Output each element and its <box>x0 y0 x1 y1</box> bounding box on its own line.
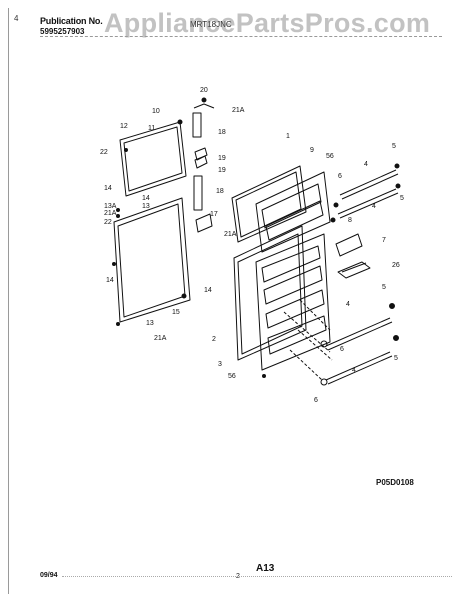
callout: 4 <box>352 367 356 374</box>
callout: 8 <box>348 217 352 224</box>
callout: 1 <box>286 133 290 140</box>
model-number: MRT18JNC <box>190 20 232 29</box>
callout: 21A <box>232 107 245 114</box>
fasteners <box>116 208 266 378</box>
egg-tray <box>337 261 371 279</box>
callout: 5 <box>392 143 396 150</box>
door-shelf-bars <box>320 303 399 386</box>
callout: 13A <box>104 203 117 210</box>
callout: 12 <box>120 123 128 130</box>
callout: 14 <box>204 287 212 294</box>
page-label: A13 <box>256 563 275 574</box>
callout: 14 <box>104 185 112 192</box>
callout: 13 <box>146 320 154 327</box>
header-rule <box>40 36 442 37</box>
callout: 19 <box>218 167 226 174</box>
callout: 13 <box>142 203 150 210</box>
exploded-guides <box>283 299 333 381</box>
callout: 5 <box>394 355 398 362</box>
callout: 22 <box>104 219 112 226</box>
fresh-food-door <box>233 225 307 361</box>
footer-rule <box>62 576 452 577</box>
top-hinge-assembly <box>192 97 215 233</box>
binding-mark: 4 <box>14 14 19 23</box>
callout: 56 <box>326 153 334 160</box>
page-frame <box>8 8 463 594</box>
callout: 2 <box>212 336 216 343</box>
callout: 18 <box>216 188 224 195</box>
callout: 4 <box>372 203 376 210</box>
publication-number: 5995257903 <box>40 27 85 36</box>
callout: 14 <box>142 195 150 202</box>
publication-label: Publication No. <box>40 16 103 26</box>
callout: 6 <box>338 173 342 180</box>
fresh-food-door-gasket <box>112 197 191 323</box>
fresh-food-door-liner <box>255 233 331 371</box>
callout: 6 <box>340 346 344 353</box>
callout: 9 <box>310 147 314 154</box>
diagram-code: P05D0108 <box>376 478 414 487</box>
callout: 22 <box>100 149 108 156</box>
callout: 5 <box>382 284 386 291</box>
callout-labels: 20 10 21A 12 11 18 22 1 9 56 19 19 5 4 1… <box>100 87 404 404</box>
callout: 15 <box>172 309 180 316</box>
freezer-door-gasket <box>119 119 187 197</box>
callout: 3 <box>218 361 222 368</box>
freezer-door <box>231 165 307 243</box>
callout: 19 <box>218 155 226 162</box>
callout: 4 <box>364 161 368 168</box>
callout: 17 <box>210 211 218 218</box>
watermark: AppliancePartsPros.com <box>104 8 431 38</box>
callout: 56 <box>228 373 236 380</box>
callout: 20 <box>200 87 208 94</box>
freezer-door-liner <box>255 171 331 253</box>
callout: 4 <box>346 301 350 308</box>
callout: 10 <box>152 108 160 115</box>
dairy-door <box>335 233 363 257</box>
callout: 26 <box>392 262 400 269</box>
callout: 11 <box>148 125 155 132</box>
callout: 21A <box>154 335 167 342</box>
freezer-shelf-bars <box>330 163 401 223</box>
callout: 14 <box>106 277 114 284</box>
callout: 7 <box>382 237 386 244</box>
callout: 5 <box>400 195 404 202</box>
callout: 18 <box>218 129 226 136</box>
publication-date: 09/94 <box>40 572 58 579</box>
callout: 21A <box>104 210 117 217</box>
callout: 21A <box>224 231 237 238</box>
callout: 6 <box>314 397 318 404</box>
